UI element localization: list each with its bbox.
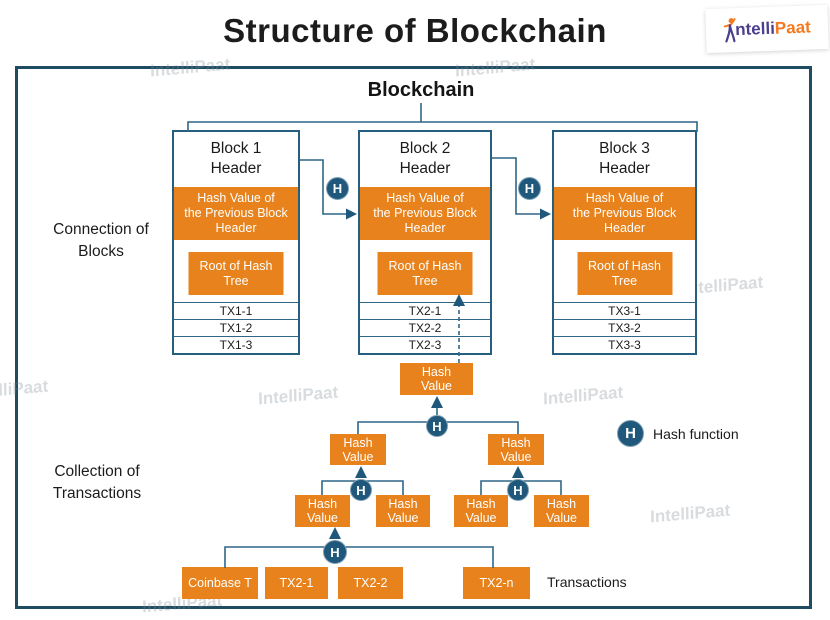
- tx-row: TX1-1: [174, 302, 298, 319]
- merkle-l2-left-hash-box: Hash Value: [330, 434, 386, 465]
- logo-text-right: Paat: [774, 17, 812, 38]
- block-3-prev-hash-box: Hash Value of the Previous Block Header: [554, 187, 695, 240]
- merkle-l3-hash-box-1: Hash Value: [295, 495, 350, 527]
- block-2: Block 2 Header Hash Value of the Previou…: [358, 130, 492, 355]
- block-2-root-hash-box: Root of Hash Tree: [377, 252, 473, 295]
- connection-of-blocks-label: Connection of Blocks: [53, 221, 149, 260]
- merkle-l3-hash-box-4: Hash Value: [534, 495, 589, 527]
- merkle-l3-hash-box-2: Hash Value: [376, 495, 430, 527]
- block-3-header-label: Block 3 Header: [599, 140, 650, 177]
- blockchain-label: Blockchain: [367, 79, 475, 101]
- block-1-root-hash-box: Root of Hash Tree: [188, 252, 284, 295]
- tx-leaf-tx2-1: TX2-1: [265, 567, 328, 599]
- tx-row: TX3-1: [554, 302, 695, 319]
- block-3: Block 3 Header Hash Value of the Previou…: [552, 130, 697, 355]
- block-2-header-label: Block 2 Header: [399, 140, 451, 177]
- tx-row: TX2-2: [360, 319, 490, 336]
- tx-row: TX1-3: [174, 336, 298, 353]
- transactions-caption: Transactions: [547, 574, 627, 590]
- hash-node-leaves: H: [323, 540, 347, 564]
- hash-function-legend-icon: H: [617, 420, 644, 447]
- block-1-tx-list: TX1-1 TX1-2 TX1-3: [174, 302, 298, 353]
- logo-text-left: ntelli: [734, 18, 776, 40]
- hash-node-merkle-left: H: [350, 479, 372, 501]
- collection-of-transactions-label: Collection of Transactions: [52, 463, 142, 502]
- logo-person-icon: [724, 18, 736, 43]
- tx-leaf-tx2-n: TX2-n: [463, 567, 530, 599]
- tx-row: TX2-1: [360, 302, 490, 319]
- hash-node-block2-3: H: [518, 177, 541, 200]
- merkle-root-hash-box: Hash Value: [400, 363, 473, 395]
- diagram-frame: [15, 66, 812, 609]
- tx-row: TX1-2: [174, 319, 298, 336]
- tx-row: TX3-3: [554, 336, 695, 353]
- tx-leaf-coinbase: Coinbase T: [182, 567, 258, 599]
- hash-node-block1-2: H: [326, 177, 349, 200]
- page-title: Structure of Blockchain: [223, 12, 607, 49]
- tx-leaf-tx2-2: TX2-2: [338, 567, 403, 599]
- block-2-tx-list: TX2-1 TX2-2 TX2-3: [360, 302, 490, 353]
- block-2-prev-hash-box: Hash Value of the Previous Block Header: [360, 187, 490, 240]
- block-1-header-label: Block 1 Header: [210, 140, 262, 177]
- hash-node-merkle-right: H: [507, 479, 529, 501]
- merkle-l3-hash-box-3: Hash Value: [454, 495, 508, 527]
- tx-row: TX2-3: [360, 336, 490, 353]
- block-1-prev-hash-box: Hash Value of the Previous Block Header: [174, 187, 298, 240]
- tx-row: TX3-2: [554, 319, 695, 336]
- merkle-l2-right-hash-box: Hash Value: [488, 434, 544, 465]
- hash-node-merkle-top: H: [426, 415, 448, 437]
- block-1: Block 1 Header Hash Value of the Previou…: [172, 130, 300, 355]
- block-3-root-hash-box: Root of Hash Tree: [577, 252, 672, 295]
- hash-function-caption: Hash function: [653, 426, 739, 442]
- block-3-tx-list: TX3-1 TX3-2 TX3-3: [554, 302, 695, 353]
